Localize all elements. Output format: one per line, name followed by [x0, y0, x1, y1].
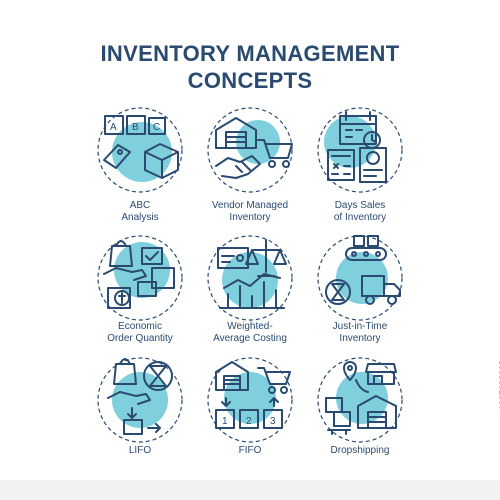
concept-just-in-time-inventory: Just-in-Time Inventory — [295, 228, 425, 348]
concept-label: Vendor Managed Inventory — [211, 200, 289, 223]
bag-hourglass-hand-box-icon — [97, 357, 183, 443]
svg-text:3: 3 — [270, 416, 276, 427]
concept-label: LIFO — [128, 445, 152, 456]
concept-abc-analysis: A B C ABC Analysis — [75, 100, 205, 223]
svg-text:C: C — [153, 122, 160, 133]
svg-text:2: 2 — [246, 416, 252, 427]
concept-weighted-average-costing: Weighted- Average Costing — [185, 228, 315, 348]
warehouse-cart-numbered-boxes-icon: 1 2 3 — [207, 357, 293, 443]
svg-text:B: B — [132, 122, 139, 133]
concept-label: ABC Analysis — [121, 200, 159, 223]
concept-fifo: 1 2 3 FIFO — [185, 350, 315, 470]
calendar-calculator-invoice-icon — [317, 107, 403, 193]
title-line-2: CONCEPTS — [187, 68, 313, 93]
bag-hand-boxes-money-icon — [97, 235, 183, 321]
scales-chart-card-icon — [207, 235, 293, 321]
concept-days-sales-of-inventory: Days Sales of Inventory — [295, 100, 425, 223]
concept-dropshipping: Dropshipping — [295, 350, 425, 470]
footer-bar — [0, 480, 500, 500]
svg-text:1: 1 — [222, 416, 228, 427]
title-line-1: INVENTORY MANAGEMENT — [100, 41, 400, 66]
page-title: INVENTORY MANAGEMENT CONCEPTS — [0, 40, 500, 94]
concept-label: Just-in-Time Inventory — [332, 321, 388, 344]
conveyor-hourglass-truck-icon — [317, 235, 403, 321]
svg-text:A: A — [110, 122, 117, 133]
concept-vendor-managed-inventory: Vendor Managed Inventory — [185, 100, 315, 223]
pin-shop-warehouse-boxes-icon — [317, 357, 403, 443]
concept-label: Dropshipping — [330, 445, 390, 456]
warehouse-handshake-cart-icon — [207, 107, 293, 193]
concept-label: Weighted- Average Costing — [213, 321, 287, 344]
concept-lifo: LIFO — [75, 350, 205, 470]
concept-label: Days Sales of Inventory — [333, 200, 387, 223]
concept-economic-order-quantity: Economic Order Quantity — [75, 228, 205, 348]
concept-label: FIFO — [238, 445, 262, 456]
abc-blocks-tag-box-icon: A B C — [97, 107, 183, 193]
concept-label: Economic Order Quantity — [107, 321, 173, 344]
